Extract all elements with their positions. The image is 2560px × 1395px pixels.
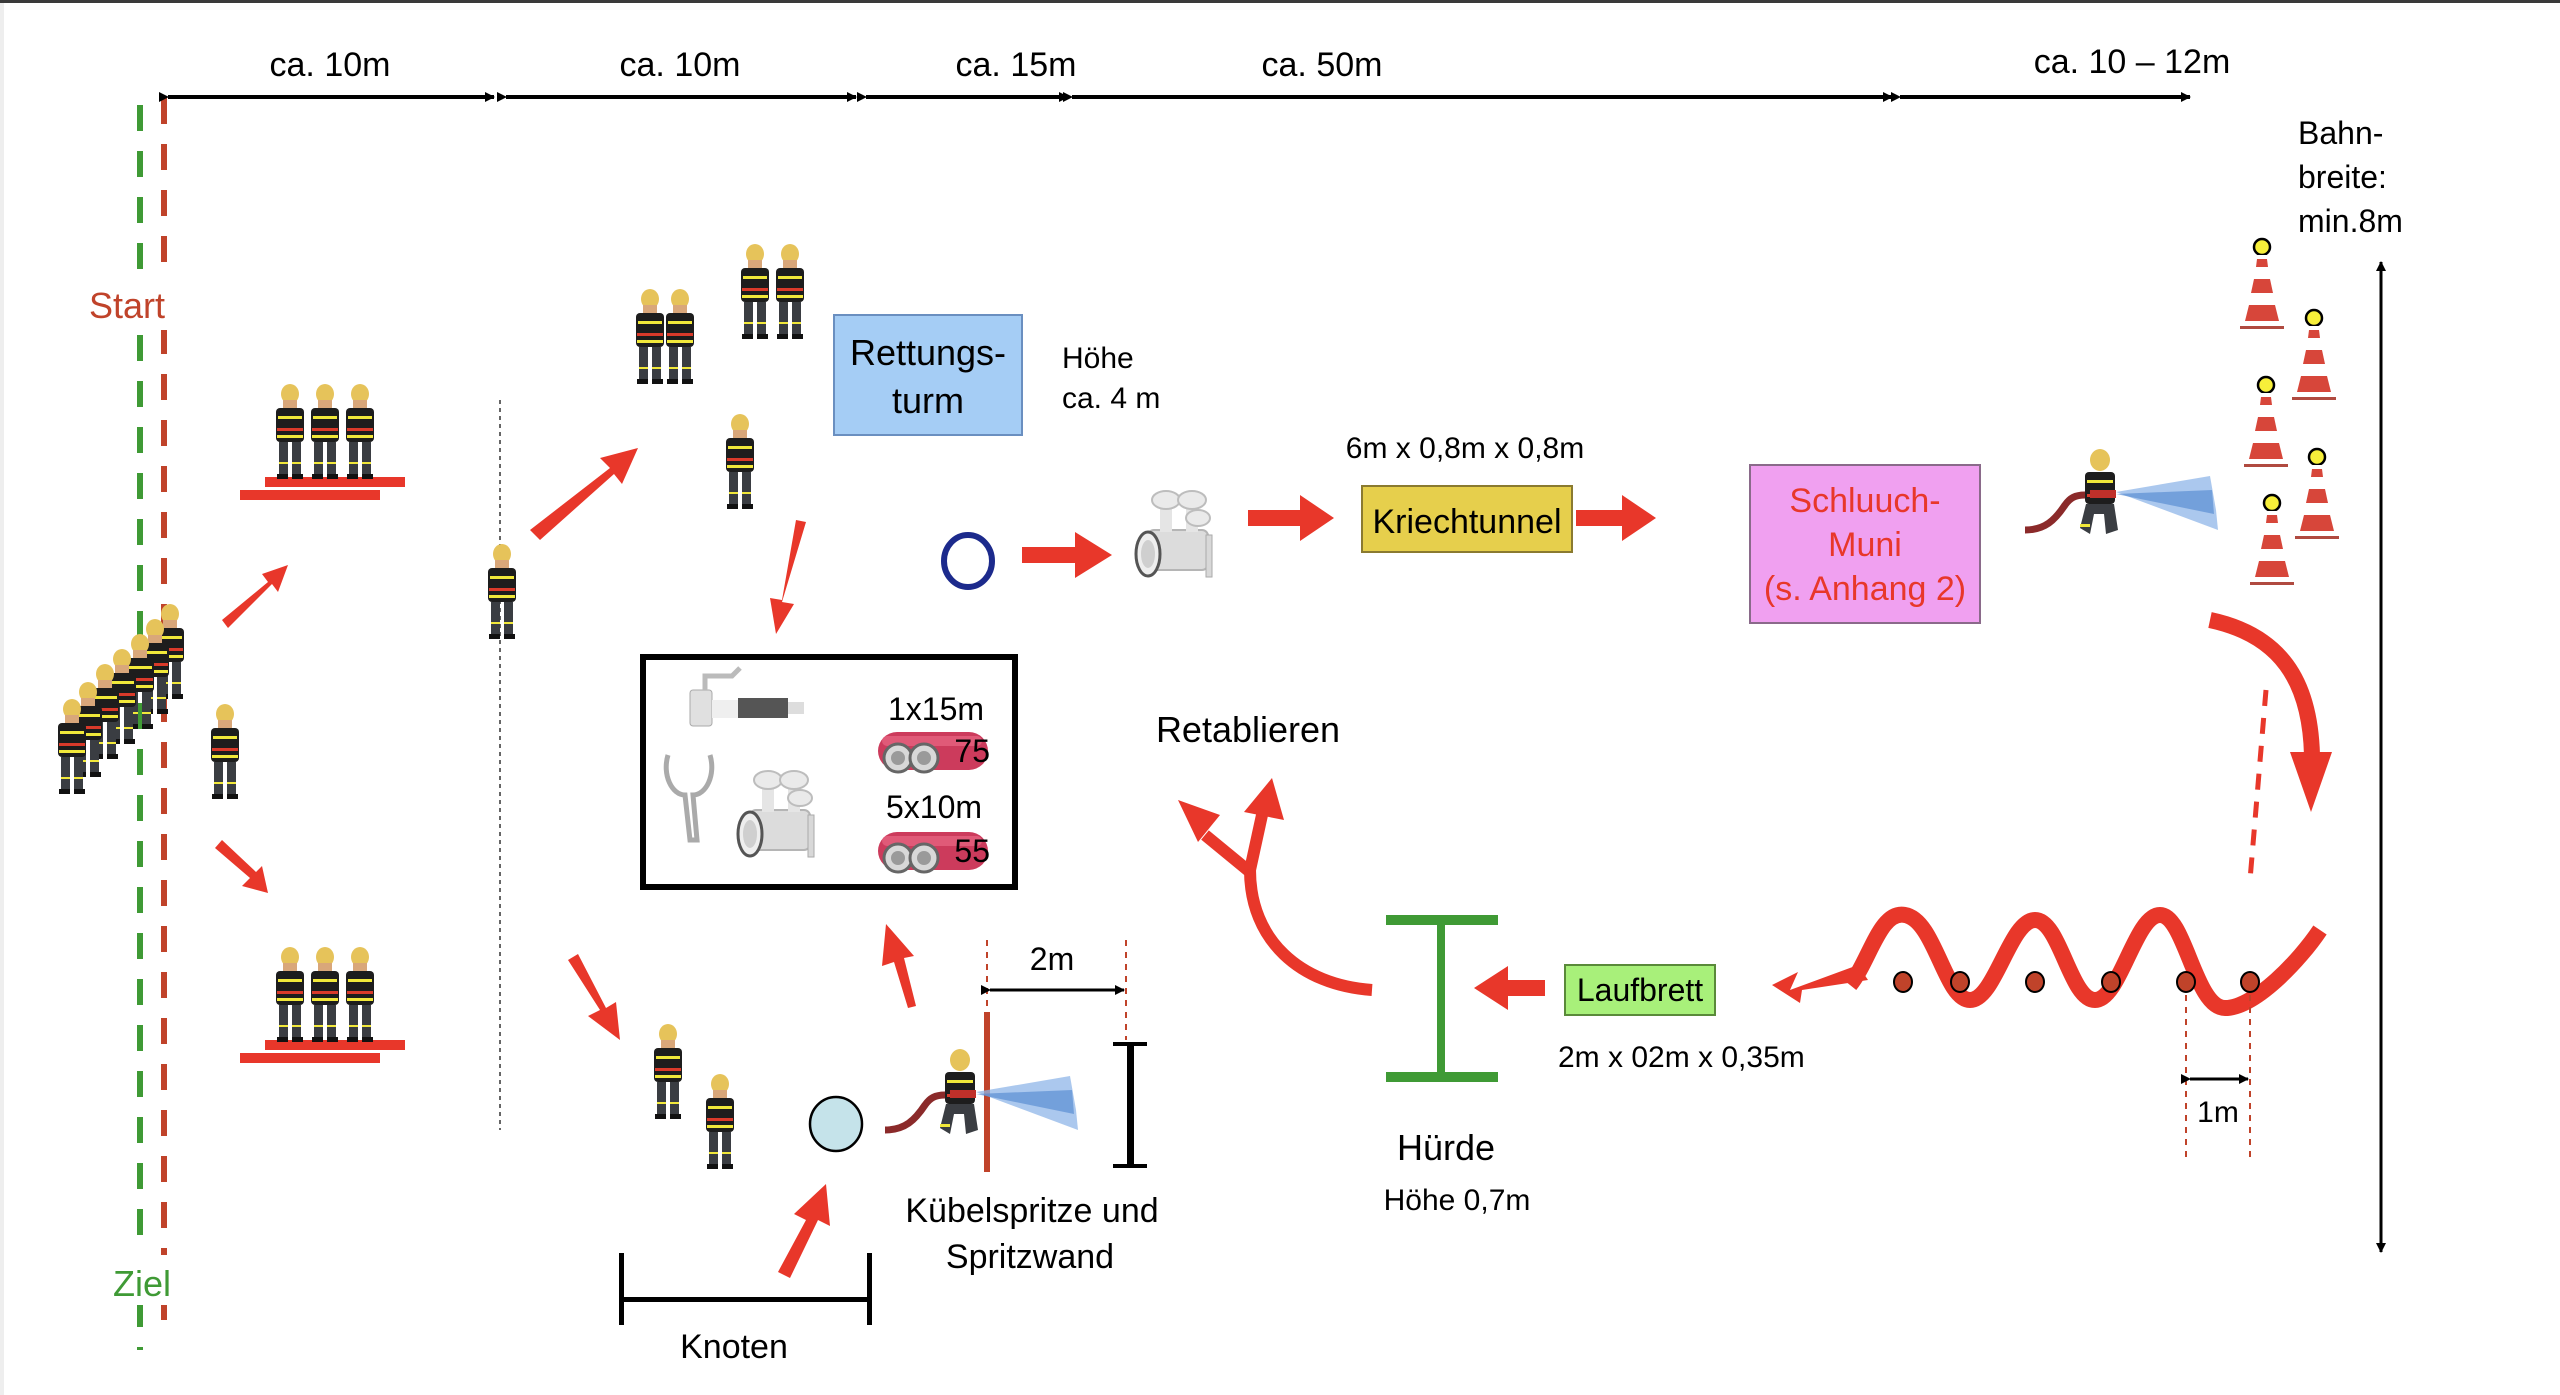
bucket-icon [808, 1095, 864, 1153]
team-lower-mat [240, 947, 405, 1063]
arrow-retablieren-left [1201, 830, 1254, 877]
spray-distance-label: 2m [1030, 941, 1074, 977]
arrow-retablieren-right [1244, 813, 1268, 872]
crawl-tunnel-label: Kriechtunnel [1372, 503, 1561, 541]
splitter-icon [1134, 489, 1214, 579]
dimension-label-4: ca. 50m [1262, 46, 1383, 84]
hurdle-label: Hürde [1397, 1127, 1495, 1168]
flow-arrows-left [215, 565, 288, 893]
arrow-to-equipment [770, 520, 806, 634]
hose-game-label-2: Muni [1828, 526, 1902, 564]
arrow-curve-right-head [2290, 752, 2332, 812]
hose-1-quantity: 1x15m [888, 691, 984, 727]
crawl-tunnel-size: 6m x 0,8m x 0,8m [1346, 432, 1584, 465]
rescue-tower-label-1: Rettungs- [850, 332, 1006, 373]
arrow-retablieren-stem [1244, 869, 1373, 996]
dimension-label-1: ca. 10m [270, 46, 391, 84]
hurdle-height: Höhe 0,7m [1384, 1184, 1531, 1217]
ring-icon [941, 532, 995, 590]
arrow-to-hurdle [1474, 966, 1545, 1010]
slalom-path [1843, 906, 2327, 1017]
rescue-tower-height-2: ca. 4 m [1062, 382, 1160, 415]
knot-bracket [619, 1253, 872, 1325]
cone-4 [2293, 447, 2341, 541]
window-top-border [0, 0, 2560, 3]
hose-game-label-3: (s. Anhang 2) [1764, 570, 1966, 608]
arrow-to-hose-game [1576, 495, 1656, 541]
cone-1 [2238, 237, 2286, 331]
cones [2238, 237, 2341, 587]
arrow-to-splitter [1022, 532, 1112, 578]
dimension-label-5: ca. 10 – 12m [2034, 43, 2231, 81]
firefighter-bucket-spray [885, 1049, 1078, 1134]
window-left-border [0, 3, 4, 1395]
dimension-label-3: ca. 15m [956, 46, 1077, 84]
arrow-to-tunnel [1248, 495, 1334, 541]
lane-width-label-3: min.8m [2298, 203, 2403, 239]
team-knots [654, 1024, 734, 1169]
slalom-spacing-label: 1m [2197, 1096, 2239, 1129]
arrow-retablieren-right-head [1244, 778, 1284, 820]
slalom-guide-line [2247, 689, 2269, 881]
hose-2-quantity: 5x10m [886, 789, 982, 825]
balance-beam-size: 2m x 02m x 0,35m [1558, 1041, 1805, 1074]
knot-label: Knoten [680, 1328, 788, 1366]
firefighter-middle [488, 544, 516, 639]
arrow-curve-right [2208, 612, 2320, 756]
finish-label: Ziel [113, 1263, 171, 1304]
team-tower [636, 244, 804, 509]
crawl-tunnel-box [1361, 485, 1573, 553]
arrow-to-beam [1772, 965, 1868, 1003]
firefighter-spraying-cones [2025, 449, 2218, 534]
arrow-to-knot-team [568, 954, 620, 1040]
arrow-retablieren-left-head [1178, 800, 1220, 842]
bucket-spray-label-2: Spritzwand [946, 1238, 1114, 1276]
hydrant-key-icon [663, 754, 715, 843]
hurdle-icon [1386, 915, 1498, 1082]
hose-2-size: 55 [954, 833, 990, 869]
hose-1-size: 75 [954, 733, 990, 769]
team-start-group [58, 604, 239, 799]
cone-2 [2290, 308, 2338, 402]
rescue-tower-height-1: Höhe [1062, 342, 1134, 375]
retablieren-label: Retablieren [1156, 709, 1340, 750]
hose-game-label-1: Schluuch- [1789, 482, 1940, 520]
dimension-label-2: ca. 10m [620, 46, 741, 84]
rescue-tower-label-2: turm [892, 380, 964, 421]
arrow-to-upper-mat [222, 565, 288, 628]
arrow-to-lower-mat [215, 840, 268, 893]
arrow-to-bucket [778, 1184, 830, 1278]
arrow-to-tower [530, 448, 638, 540]
balance-beam-box [1564, 964, 1716, 1016]
bucket-spray-label-1: Kübelspritze und [905, 1192, 1158, 1230]
arrow-to-equipment-2 [882, 924, 916, 1008]
start-label: Start [89, 285, 165, 326]
spray-wall-icon [1113, 1042, 1147, 1168]
balance-beam-label: Laufbrett [1577, 972, 1703, 1008]
cone-5 [2248, 493, 2296, 587]
lane-width-label-2: breite: [2298, 159, 2387, 195]
rescue-tower-box [833, 314, 1023, 436]
cone-3 [2242, 375, 2290, 469]
lane-width-label-1: Bahn- [2298, 115, 2383, 151]
team-upper-mat [240, 384, 405, 500]
slalom-pylons [1893, 971, 2260, 993]
nozzle-icon [689, 666, 804, 727]
hose-game-box [1749, 464, 1981, 624]
